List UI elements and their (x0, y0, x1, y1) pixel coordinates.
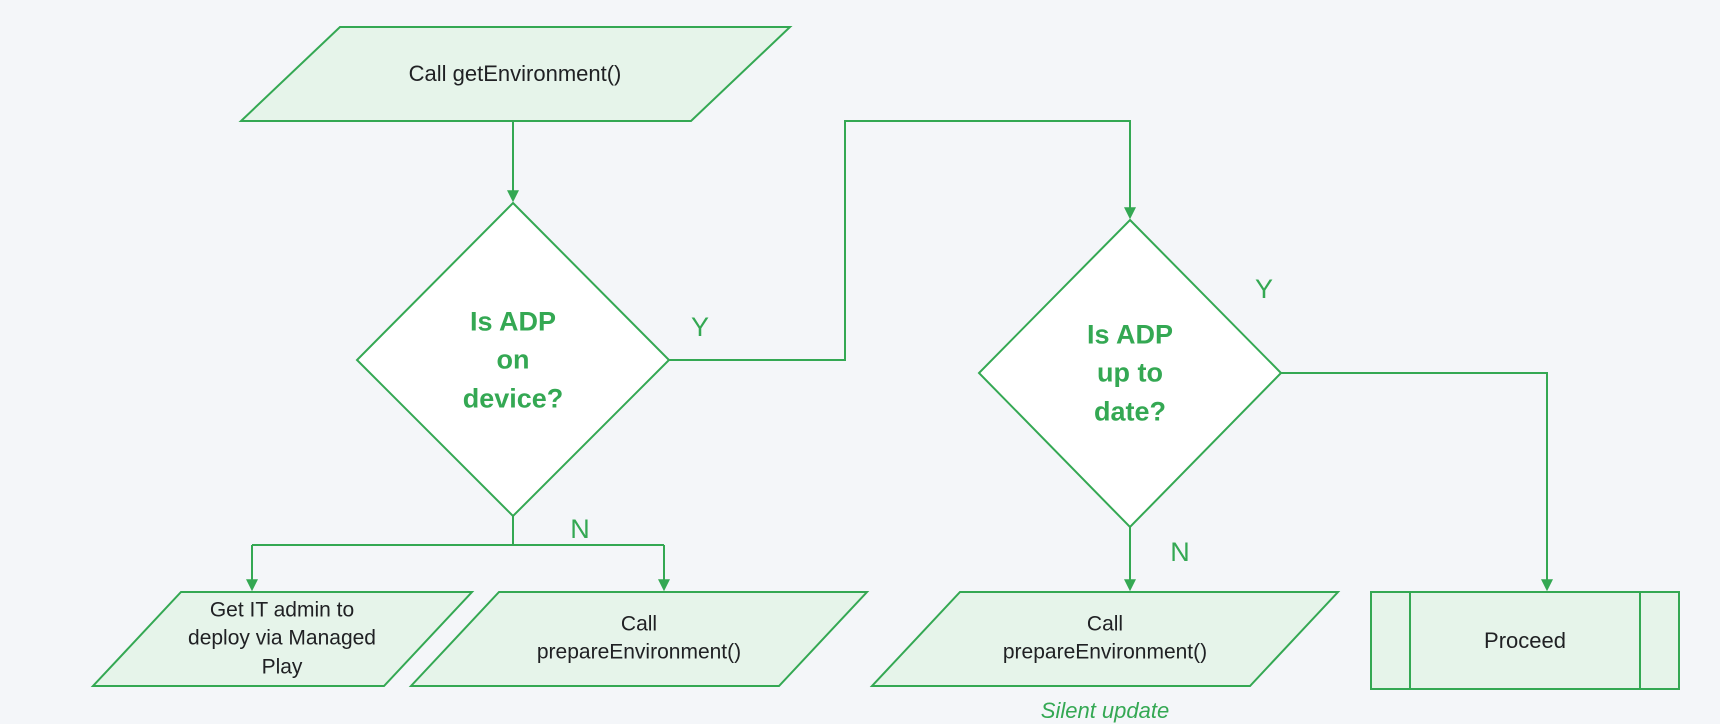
diamond-is-adp-up-to-date (977, 218, 1283, 529)
connector-adp-on-device-yes-to-adp-up-to-date (669, 120, 1136, 361)
parallelogram-call-get-environment (238, 26, 793, 122)
diamond-is-adp-on-device (355, 201, 671, 518)
connector-adp-up-to-date-yes-to-proceed (1281, 372, 1553, 592)
parallelogram-call-prepare-environment-left (408, 591, 870, 687)
parallelogram-get-it-admin-deploy (90, 591, 475, 687)
parallelogram-call-prepare-environment-right (869, 591, 1341, 687)
predefined-process-proceed (1370, 591, 1680, 690)
